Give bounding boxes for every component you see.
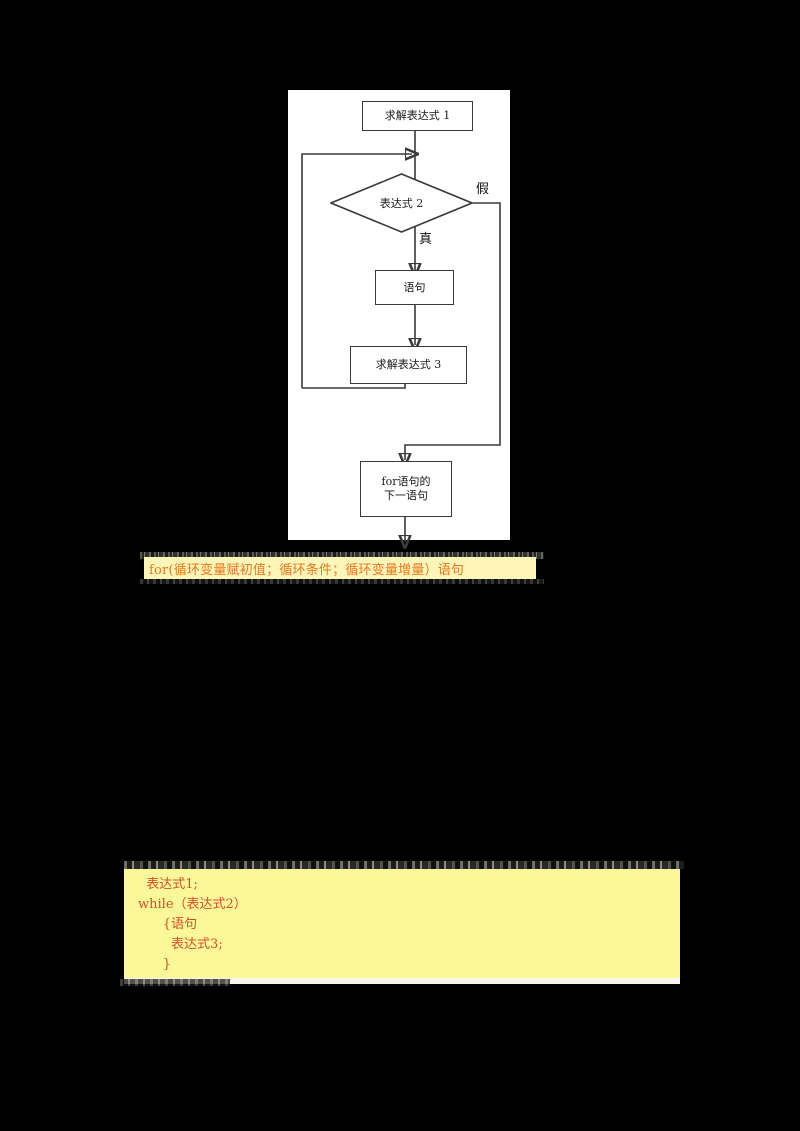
edge-label-false: 假 xyxy=(476,182,490,197)
for-syntax-highlight: for(循环变量赋初值；循环条件；循环变量增量）语句 xyxy=(144,557,536,579)
code-line: {语句 xyxy=(138,917,198,932)
wire-condition-false xyxy=(405,202,501,460)
node-statement-label: 语句 xyxy=(403,280,426,294)
scan-noise-bottom xyxy=(140,579,544,584)
for-syntax-band: for(循环变量赋初值；循环条件；循环变量增量）语句 xyxy=(140,552,544,584)
node-eval-expression-1-label: 求解表达式 1 xyxy=(384,109,451,123)
scan-noise-top xyxy=(140,552,544,559)
node-eval-expression-3: 求解表达式 3 xyxy=(350,346,467,384)
code-line: while（表达式2） xyxy=(138,897,247,912)
node-statement: 语句 xyxy=(375,270,454,305)
diamond-shape-icon xyxy=(330,173,473,233)
node-next-statement: for语句的 下一语句 xyxy=(360,461,452,517)
node-condition-expression-2: 表达式 2 xyxy=(330,173,473,233)
node-eval-expression-3-label: 求解表达式 3 xyxy=(375,358,442,372)
node-next-statement-label: for语句的 下一语句 xyxy=(381,475,431,502)
wire-loopback xyxy=(301,154,412,388)
code-line: } xyxy=(138,957,172,972)
flowchart-canvas: 求解表达式 1 表达式 2 假 真 语句 求解表达式 3 for语句的 下一语句 xyxy=(288,90,510,540)
wire-expr3-to-loopback xyxy=(302,384,406,389)
while-code-block: 表达式1; while（表达式2） {语句 表达式3; } xyxy=(124,869,680,979)
code-line: 表达式1; xyxy=(138,877,198,892)
for-syntax-text: for(循环变量赋初值；循环条件；循环变量增量）语句 xyxy=(149,562,465,578)
code-bottom-strip xyxy=(124,978,680,984)
code-block-wrapper: 表达式1; while（表达式2） {语句 表达式3; } xyxy=(120,861,684,991)
node-condition-label: 表达式 2 xyxy=(379,197,424,210)
edge-label-true: 真 xyxy=(419,232,433,247)
code-line: 表达式3; xyxy=(138,937,223,952)
code-scan-noise-bottom xyxy=(120,979,230,986)
node-eval-expression-1: 求解表达式 1 xyxy=(362,101,473,131)
code-scan-noise-top xyxy=(124,861,684,869)
